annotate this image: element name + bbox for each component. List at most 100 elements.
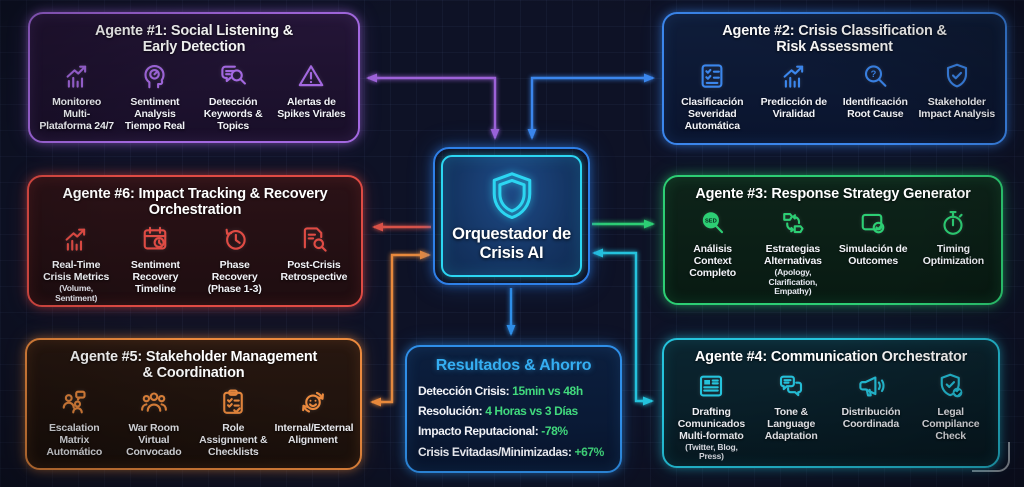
agent6-item-timeline: Sentiment Recovery Timeline bbox=[117, 224, 193, 296]
agent2-item-classification: Clasificación Severidad Automática bbox=[673, 61, 752, 133]
face-sync-icon bbox=[298, 387, 328, 417]
agent6-item-metrics: Real-Time Crisis Metrics (Volume, Sentim… bbox=[38, 224, 114, 303]
agent2-item-stakeholder: Stakeholder Impact Analysis bbox=[918, 61, 997, 121]
agent1-title: Agente #1: Social Listening & Early Dete… bbox=[94, 23, 294, 56]
agent5-title: Agente #5: Stakeholder Management & Coor… bbox=[69, 349, 318, 382]
war-room-group-icon bbox=[139, 387, 169, 417]
agent4-item-tone: Tone & Language Adaptation bbox=[753, 371, 830, 443]
agent5-items: Escalation Matrix Automático War Room Vi… bbox=[27, 384, 360, 468]
shield-check-icon bbox=[942, 61, 972, 91]
result-label: Resolución: bbox=[418, 404, 483, 419]
orchestrator-inner: Orquestador de Crisis AI bbox=[441, 155, 582, 277]
head-gauge-icon bbox=[140, 61, 170, 91]
agent3-item-simulation: Simulación de Outcomes bbox=[835, 208, 912, 268]
escalation-people-icon bbox=[59, 387, 89, 417]
agent1-item-keywords: Detección Keywords & Topics bbox=[196, 61, 271, 133]
agent6-item-phase: Phase Recovery (Phase 1-3) bbox=[197, 224, 273, 296]
seo-search-icon bbox=[698, 208, 728, 238]
alert-triangle-icon bbox=[296, 61, 326, 91]
item-label: Distribución Coordinada bbox=[841, 406, 901, 431]
agent4-items: Drafting Comunicados Multi-formato (Twit… bbox=[664, 368, 998, 466]
agent6-title: Agente #6: Impact Tracking & Recovery Or… bbox=[62, 186, 328, 219]
shield-icon bbox=[486, 169, 538, 221]
result-label: Crisis Evitadas/Minimizadas: bbox=[418, 444, 572, 459]
agent4-panel: Agente #4: Communication Orchestrator Dr… bbox=[662, 338, 1000, 468]
chat-bubbles-icon bbox=[776, 371, 806, 401]
agent3-items: Análisis Context Completo Estrategias Al… bbox=[665, 205, 1001, 303]
item-sublabel: (Apology, Clarification, Empathy) bbox=[768, 267, 818, 296]
chart-up-icon bbox=[62, 61, 92, 91]
results-row-reputation: Impacto Reputacional: -78% bbox=[418, 423, 609, 439]
agent5-item-alignment: Internal/External Alignment bbox=[274, 387, 354, 447]
agent2-panel: Agente #2: Crisis Classification & Risk … bbox=[662, 12, 1007, 145]
agent6-panel: Agente #6: Impact Tracking & Recovery Or… bbox=[27, 175, 363, 307]
keyword-search-icon bbox=[218, 61, 248, 91]
checklist-icon bbox=[697, 61, 727, 91]
item-label: Sentiment Recovery Timeline bbox=[130, 259, 180, 296]
result-value: 15min vs 48h bbox=[512, 384, 583, 398]
item-label: Legal Compilance Check bbox=[921, 406, 980, 443]
history-clock-icon bbox=[220, 224, 250, 254]
agent4-title: Agente #4: Communication Orchestrator bbox=[694, 349, 968, 365]
item-label: Detección Keywords & Topics bbox=[203, 96, 263, 133]
result-label: Detección Crisis: bbox=[418, 384, 510, 398]
simulation-check-icon bbox=[858, 208, 888, 238]
item-label: Simulación de Outcomes bbox=[838, 243, 908, 268]
result-value: 4 Horas vs 3 Días bbox=[485, 404, 578, 419]
item-label: Predicción de Viralidad bbox=[760, 96, 827, 121]
arrow-orchestrator-agent1 bbox=[366, 73, 500, 140]
item-label: Identificación Root Cause bbox=[842, 96, 908, 121]
item-label: War Room Virtual Convocado bbox=[126, 422, 182, 459]
stopwatch-icon bbox=[938, 208, 968, 238]
agent6-item-retrospective: Post-Crisis Retrospective bbox=[276, 224, 352, 284]
results-row-resolution: Resolución: 4 Horas vs 3 Días bbox=[418, 403, 609, 419]
item-label: Clasificación Severidad Automática bbox=[681, 96, 744, 133]
agent4-item-legal: Legal Compilance Check bbox=[912, 371, 989, 443]
clipboard-check-icon bbox=[218, 387, 248, 417]
result-value: -78% bbox=[541, 424, 568, 439]
agent5-item-escalation: Escalation Matrix Automático bbox=[36, 387, 113, 459]
item-label: Estrategias Alternativas bbox=[764, 243, 822, 268]
item-label: Role Assignment & Checklists bbox=[199, 422, 268, 459]
agent5-panel: Agente #5: Stakeholder Management & Coor… bbox=[25, 338, 362, 470]
results-row-detection: Detección Crisis: 15min vs 48h bbox=[418, 383, 609, 399]
agent5-item-warroom: War Room Virtual Convocado bbox=[116, 387, 193, 459]
agent1-items: Monitoreo Multi-Plataforma 24/7 Sentimen… bbox=[30, 58, 358, 141]
newspaper-icon bbox=[696, 371, 726, 401]
item-label: Drafting Comunicados Multi-formato bbox=[677, 406, 745, 443]
agent4-item-distribution: Distribución Coordinada bbox=[833, 371, 910, 431]
item-sublabel: (Twitter, Blog, Press) bbox=[685, 442, 738, 462]
agent2-items: Clasificación Severidad Automática Predi… bbox=[664, 58, 1005, 143]
item-label: Monitoreo Multi-Plataforma 24/7 bbox=[39, 96, 114, 133]
result-label: Impacto Reputacional: bbox=[418, 424, 539, 439]
item-sublabel: (Volume, Sentiment) bbox=[55, 283, 98, 303]
agent5-item-roles: Role Assignment & Checklists bbox=[195, 387, 272, 459]
agent3-item-timing: Timing Optimization bbox=[915, 208, 992, 268]
agent1-panel: Agente #1: Social Listening & Early Dete… bbox=[28, 12, 360, 143]
item-label: Stakeholder Impact Analysis bbox=[918, 96, 996, 121]
results-row-avoided: Crisis Evitadas/Minimizadas: +67% bbox=[418, 444, 609, 460]
corner-artifact bbox=[972, 442, 1010, 472]
agent1-item-sentiment: Sentiment Analysis Tiempo Real bbox=[117, 61, 192, 133]
agent3-item-strategies: Estrategias Alternativas (Apology, Clari… bbox=[754, 208, 831, 296]
arrow-orchestrator-agent2 bbox=[527, 73, 655, 140]
item-label: Sentiment Analysis Tiempo Real bbox=[124, 96, 185, 133]
legal-shield-icon bbox=[936, 371, 966, 401]
agent2-title: Agente #2: Crisis Classification & Risk … bbox=[722, 23, 947, 56]
agent4-item-drafting: Drafting Comunicados Multi-formato (Twit… bbox=[673, 371, 750, 462]
item-label: Alertas de Spikes Virales bbox=[277, 96, 346, 121]
orchestrator-title: Orquestador de Crisis AI bbox=[452, 225, 571, 262]
calendar-clock-icon bbox=[140, 224, 170, 254]
agent1-item-alerts: Alertas de Spikes Virales bbox=[274, 61, 349, 121]
orchestrator-box: Orquestador de Crisis AI bbox=[433, 147, 590, 285]
results-title: Resultados & Ahorro bbox=[435, 357, 592, 374]
item-label: Real-Time Crisis Metrics bbox=[43, 259, 110, 284]
agent3-title: Agente #3: Response Strategy Generator bbox=[695, 186, 971, 202]
item-label: Internal/External Alignment bbox=[274, 422, 354, 447]
megaphone-icon bbox=[856, 371, 886, 401]
result-value: +67% bbox=[574, 444, 604, 459]
root-cause-search-icon bbox=[860, 61, 890, 91]
item-label: Phase Recovery (Phase 1-3) bbox=[207, 259, 262, 296]
agent2-item-virality: Predicción de Viralidad bbox=[755, 61, 834, 121]
